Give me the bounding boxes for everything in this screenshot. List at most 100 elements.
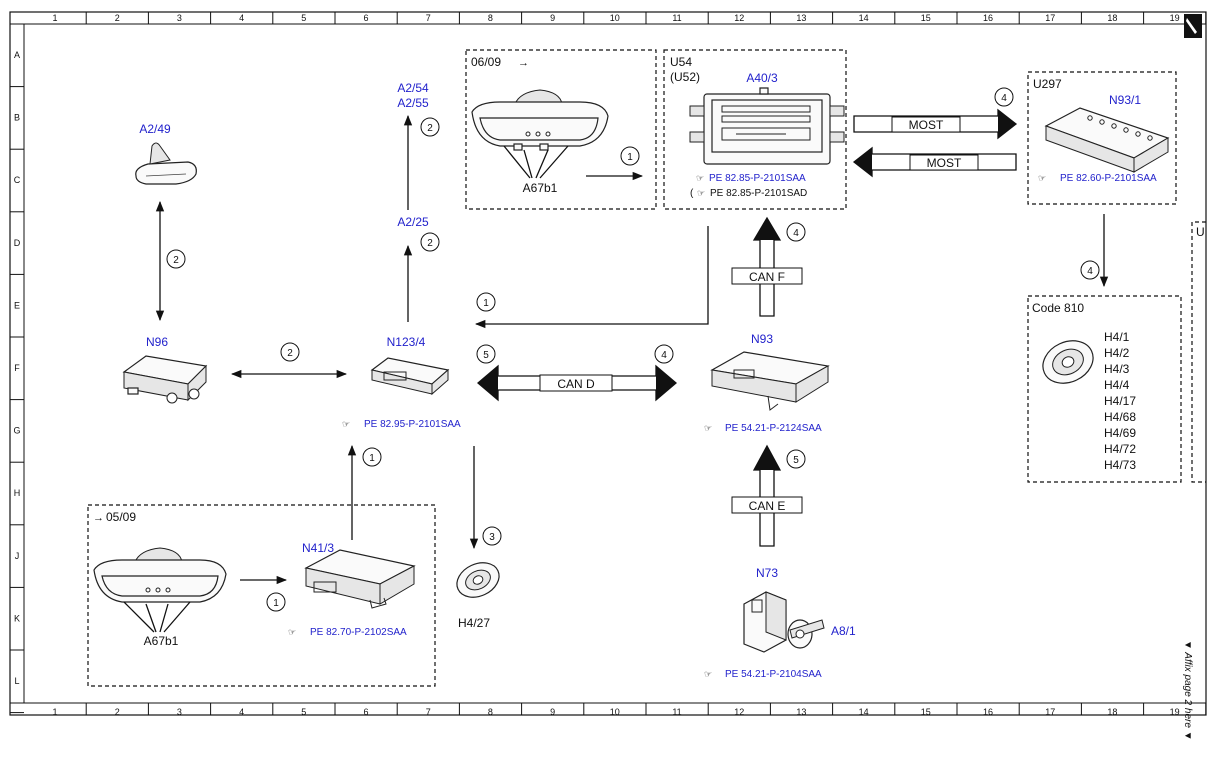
n73-ignition-switch-icon — [743, 591, 787, 653]
marker-can-e: 5 — [786, 449, 806, 469]
speaker-label: H4/69 — [1104, 426, 1136, 440]
rearview-mirror-top-icon — [471, 89, 609, 151]
row-letter: K — [14, 613, 20, 623]
marker-number: 1 — [273, 598, 279, 609]
marker-h4-27: 3 — [482, 526, 502, 546]
u54-label: U54 — [670, 55, 692, 69]
n41-3-reference-text: PE 82.70-P-2102SAA — [310, 627, 407, 638]
marker-can-d-right: 4 — [654, 344, 674, 364]
column-number: 19 — [1170, 13, 1180, 23]
column-number: 1 — [52, 707, 57, 717]
most-bus-out: MOST — [853, 108, 1018, 140]
h4-27-label: H4/27 — [458, 616, 490, 630]
n93-reference-text: PE 54.21-P-2124SAA — [725, 423, 822, 434]
n73-reference-text: PE 54.21-P-2104SAA — [725, 669, 822, 680]
mirror-bottom-date: 05/09 — [106, 510, 136, 524]
can-d-bus: CAN D — [476, 364, 678, 402]
a40-3-reference-text: PE 82.85-P-2101SAA — [709, 173, 806, 184]
n123-4-reference: ☞ PE 82.95-P-2101SAA — [342, 419, 461, 430]
column-number: 12 — [734, 707, 744, 717]
a67b1-bottom-label: A67b1 — [144, 634, 179, 648]
column-number: 15 — [921, 13, 931, 23]
marker-a2-54: 2 — [420, 117, 440, 137]
right-clipped-group — [1191, 221, 1206, 483]
can-f-bus: CAN F — [731, 216, 803, 317]
column-number: 8 — [488, 13, 493, 23]
column-number: 3 — [177, 13, 182, 23]
n93-1-reference-text: PE 82.60-P-2101SAA — [1060, 173, 1157, 184]
reference-icon: ☞ — [697, 188, 705, 198]
column-number: 9 — [550, 13, 555, 23]
column-number: 2 — [115, 13, 120, 23]
column-number: 6 — [363, 707, 368, 717]
rearview-mirror-bottom-icon — [93, 547, 227, 603]
mirror-bottom-group — [87, 504, 436, 687]
marker-n41-3: 1 — [362, 447, 382, 467]
reference-icon: ☞ — [342, 419, 350, 429]
speaker-label: H4/4 — [1104, 378, 1130, 392]
column-number: 5 — [301, 707, 306, 717]
marker-number: 4 — [1001, 93, 1007, 104]
column-number: 11 — [672, 707, 681, 717]
marker-mirror-top: 1 — [620, 146, 640, 166]
u54-group — [663, 49, 847, 210]
column-number: 16 — [983, 707, 993, 717]
most-bus-in: MOST — [852, 146, 1017, 178]
a2-49-label: A2/49 — [139, 122, 171, 136]
marker-n93-1: 4 — [1080, 260, 1100, 280]
code810-label: Code 810 — [1032, 301, 1084, 315]
speaker-label: H4/73 — [1104, 458, 1136, 472]
can-f-label: CAN F — [749, 270, 785, 284]
column-number: 17 — [1045, 707, 1055, 717]
row-letter: L — [14, 676, 19, 686]
code810-speaker-icon — [1042, 340, 1094, 384]
speaker-label: H4/68 — [1104, 410, 1136, 424]
column-number: 4 — [239, 13, 244, 23]
a40-3-alt-reference-text: PE 82.85-P-2101SAD — [710, 188, 807, 199]
reference-icon: ☞ — [696, 173, 704, 183]
code810-group — [1027, 295, 1182, 483]
marker-can-f: 4 — [786, 222, 806, 242]
a67b1-bottom-leaders — [123, 601, 191, 633]
column-number: 18 — [1107, 707, 1117, 717]
marker-number: 4 — [1087, 266, 1093, 277]
reference-icon: ☞ — [704, 423, 712, 433]
reference-icon: ☞ — [704, 669, 712, 679]
a2-54-label: A2/54 — [397, 81, 429, 95]
column-number: 17 — [1045, 13, 1055, 23]
marker-mirror-bottom: 1 — [266, 592, 286, 612]
column-number: 1 — [52, 13, 57, 23]
column-number: 9 — [550, 707, 555, 717]
row-letter: E — [14, 300, 20, 310]
marker-number: 2 — [427, 123, 433, 134]
marker-a2-25: 2 — [420, 232, 440, 252]
n93-label: N93 — [751, 332, 773, 346]
column-number: 12 — [734, 13, 744, 23]
speaker-label: H4/3 — [1104, 362, 1130, 376]
marker-number: 5 — [483, 350, 489, 361]
a8-1-key-icon — [787, 619, 825, 649]
column-number: 10 — [610, 13, 620, 23]
n93-module-icon — [710, 351, 830, 411]
n41-3-reference: ☞ PE 82.70-P-2102SAA — [288, 627, 407, 638]
column-number: 13 — [796, 707, 806, 717]
column-number: 7 — [426, 13, 431, 23]
mirror-bottom-date-arrow: → — [93, 512, 104, 524]
diagram-frame — [9, 11, 1207, 716]
reference-paren-open: ( — [690, 188, 694, 199]
row-letter: B — [14, 113, 20, 123]
row-letter: C — [14, 175, 21, 185]
mirror-top-group — [465, 49, 657, 210]
column-number: 16 — [983, 13, 993, 23]
can-e-label: CAN E — [749, 499, 786, 513]
reference-icon: ☞ — [1038, 173, 1046, 183]
marker-feedback: 1 — [476, 292, 496, 312]
column-number: 18 — [1107, 13, 1117, 23]
marker-number: 5 — [793, 455, 799, 466]
n41-3-label: N41/3 — [302, 541, 334, 555]
mirror-top-date: 06/09 — [471, 55, 501, 69]
n123-4-module-icon — [370, 357, 450, 396]
most-bus-in-label: MOST — [927, 156, 962, 170]
